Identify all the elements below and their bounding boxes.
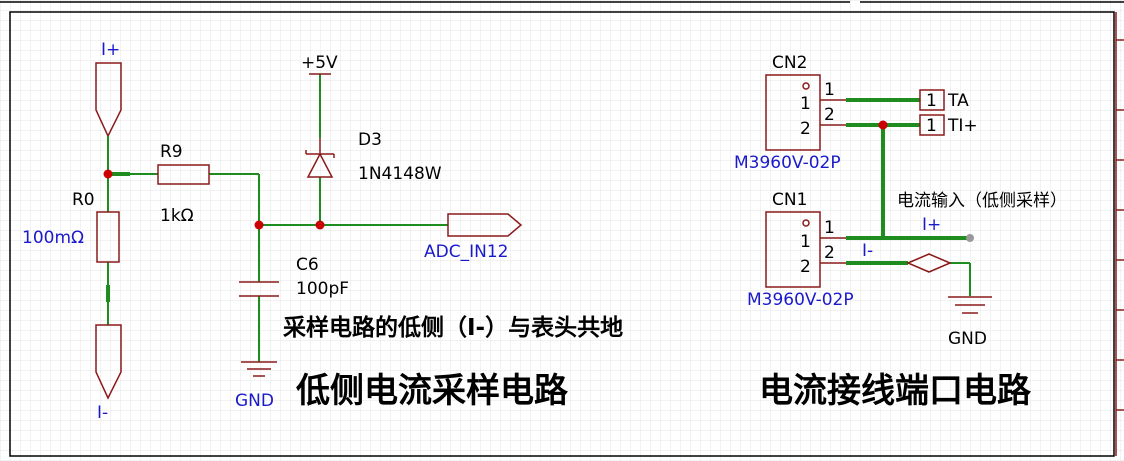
capacitor-c6[interactable] <box>239 281 279 297</box>
cn2-pin2-inner: 2 <box>800 119 811 139</box>
connector-cn2[interactable] <box>765 74 846 151</box>
ground-symbol-left <box>241 361 277 377</box>
left-section-title: 低侧电流采样电路 <box>296 371 569 411</box>
ground-label-left: GND <box>235 391 274 411</box>
net-label-iplus: I+ <box>101 40 120 60</box>
current-input-label: 电流输入（低侧采样） <box>897 191 1067 211</box>
supply-5v-label: +5V <box>301 53 338 73</box>
cn1-pin2-outer: 2 <box>824 243 835 263</box>
net-label-iminus-right: I- <box>862 241 873 261</box>
cn2-pin2-outer: 2 <box>824 105 835 125</box>
port-ti-plus[interactable] <box>919 114 945 136</box>
port-iplus-symbol[interactable] <box>95 62 122 138</box>
r0-designator: R0 <box>72 190 95 210</box>
junction-dot <box>878 120 888 130</box>
resistor-r9[interactable] <box>157 164 210 185</box>
net-label-iminus: I- <box>97 403 108 423</box>
right-section-title: 电流接线端口电路 <box>759 371 1032 411</box>
cn1-pin1-inner: 1 <box>800 232 811 252</box>
port-ta-num: 1 <box>926 91 937 111</box>
cn1-part-number: M3960V-02P <box>747 290 854 310</box>
ground-note: 采样电路的低侧（I-）与表头共地 <box>283 314 623 341</box>
r9-value: 1kΩ <box>160 206 194 226</box>
resistor-r0[interactable] <box>96 211 120 263</box>
d3-value: 1N4148W <box>358 164 442 184</box>
d3-designator: D3 <box>358 130 382 150</box>
r9-designator: R9 <box>160 142 183 162</box>
cn2-pin1-inner: 1 <box>800 94 811 114</box>
cn1-pin1-outer: 1 <box>824 218 835 238</box>
right-thin-wires <box>950 262 971 296</box>
cn1-designator: CN1 <box>772 190 807 210</box>
port-ti-num: 1 <box>926 116 937 136</box>
port-iminus-symbol[interactable] <box>95 324 122 400</box>
junction-dot <box>254 220 264 230</box>
current-port-circuit: CN2 1 2 1 2 M3960V-02P CN1 1 2 1 2 M3960… <box>734 53 1067 411</box>
cn1-pin2-inner: 2 <box>800 257 811 277</box>
ground-symbol-right <box>948 296 992 314</box>
port-ti-label: TI+ <box>947 116 978 136</box>
adc-net-port[interactable] <box>447 213 523 237</box>
cn2-pin1-outer: 1 <box>824 80 835 100</box>
low-side-sampling-circuit: I+ R0 100mΩ I- R9 1kΩ <box>22 40 623 423</box>
junction-dot <box>103 169 113 179</box>
net-tie-symbol[interactable] <box>906 253 952 273</box>
c6-value: 100pF <box>296 279 349 299</box>
diode-d3[interactable] <box>305 138 335 178</box>
cn2-part-number: M3960V-02P <box>734 153 841 173</box>
net-label-iplus-right: I+ <box>922 215 941 235</box>
c6-designator: C6 <box>296 255 319 275</box>
adc-net-label: ADC_IN12 <box>424 242 508 262</box>
connector-cn1[interactable] <box>765 211 846 288</box>
r0-value: 100mΩ <box>22 228 84 248</box>
port-ta[interactable] <box>919 89 945 111</box>
port-ta-label: TA <box>947 91 969 111</box>
cn2-designator: CN2 <box>772 53 807 73</box>
ground-label-right: GND <box>948 329 987 349</box>
junction-dot <box>315 220 325 230</box>
net-endpoint <box>966 234 974 242</box>
